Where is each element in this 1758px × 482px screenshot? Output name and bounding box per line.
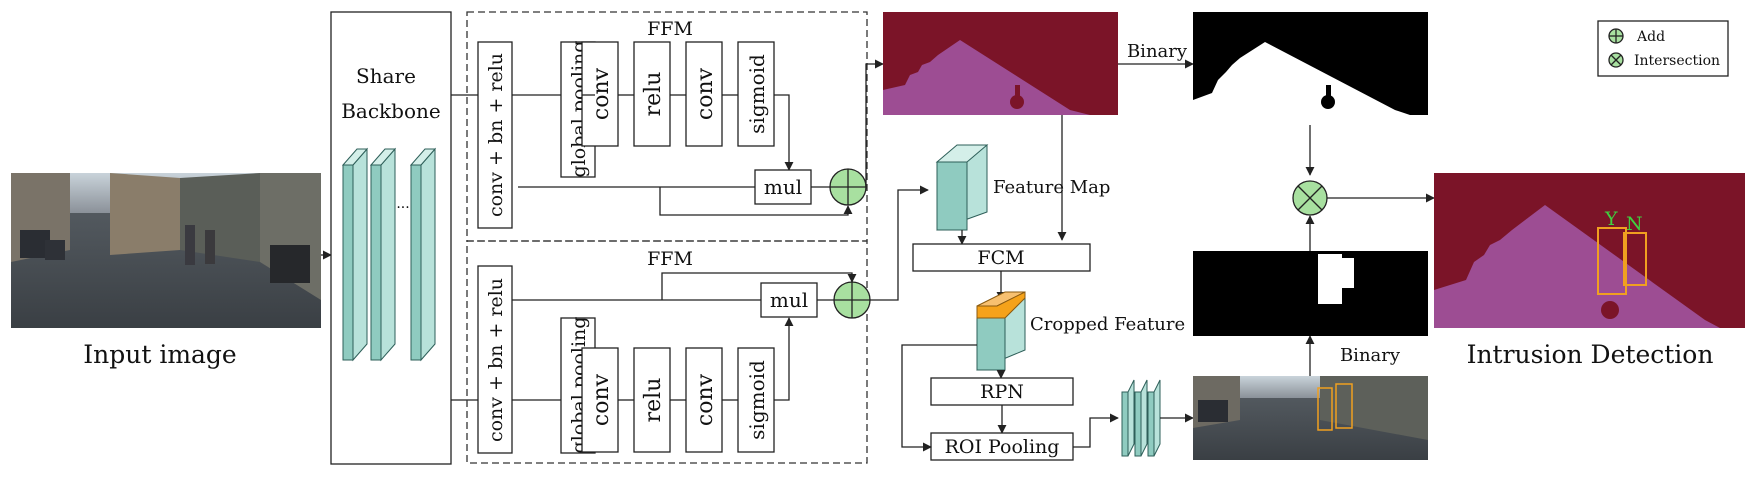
- ffm-bottom-frame: [466, 240, 868, 464]
- svg-text:relu: relu: [641, 72, 666, 117]
- ffm-bottom-label: FFM: [647, 248, 693, 270]
- input-image-label: Input image: [83, 340, 236, 369]
- ffm-top-conv-2: [685, 41, 723, 147]
- svg-text:···: ···: [396, 200, 409, 216]
- svg-text:sigmoid: sigmoid: [745, 360, 769, 440]
- ffm-top-add-icon: [829, 168, 867, 206]
- add-legend-icon: [1608, 28, 1624, 44]
- feature-map-plate: [935, 144, 989, 231]
- ffm-bottom-add-icon: [833, 281, 871, 319]
- ffm-top-relu: [633, 41, 671, 147]
- rpn-box: [930, 377, 1074, 406]
- ffm-bottom-relu: [633, 347, 671, 453]
- binary-bottom-label: Binary: [1340, 345, 1401, 366]
- ffm-bottom-mul: [760, 282, 818, 318]
- box-n-label: N: [1626, 213, 1643, 235]
- intersection-icon: [1292, 180, 1328, 216]
- segmentation-map: [883, 12, 1118, 115]
- svg-text:conv: conv: [589, 67, 614, 120]
- ffm-bottom-conv-bn-relu: [477, 265, 513, 454]
- binary-mask-person: [1193, 251, 1428, 336]
- detection-layers: [1121, 379, 1161, 457]
- ffm-top-label: FFM: [647, 18, 693, 40]
- ffm-bottom-sigmoid: [737, 347, 775, 453]
- binary-top-label: Binary: [1127, 41, 1188, 62]
- intrusion-output-image: [1434, 173, 1745, 328]
- svg-text:conv: conv: [693, 67, 718, 120]
- ffm-bottom-conv-1: [581, 347, 619, 453]
- feature-map-label: Feature Map: [993, 177, 1110, 198]
- svg-text:conv + bn + relu: conv + bn + relu: [485, 278, 507, 442]
- legend-intersection-label: Intersection: [1634, 53, 1720, 69]
- cropped-feature-label: Cropped Feature: [1030, 314, 1185, 335]
- box-y: [1597, 227, 1627, 295]
- legend-add-label: Add: [1636, 29, 1665, 45]
- svg-text:conv: conv: [589, 373, 614, 426]
- svg-text:mul: mul: [764, 175, 802, 199]
- backbone-label: Backbone: [341, 99, 441, 123]
- svg-text:mul: mul: [770, 288, 808, 312]
- svg-text:FCM: FCM: [977, 247, 1024, 269]
- svg-text:RPN: RPN: [980, 381, 1024, 403]
- box-y-label: Y: [1604, 208, 1618, 230]
- share-label: Share: [356, 64, 416, 88]
- cropped-feature-plate: [976, 291, 1026, 371]
- detection-image: [1193, 376, 1428, 460]
- intersection-legend-icon: [1608, 52, 1624, 68]
- svg-text:relu: relu: [641, 378, 666, 423]
- svg-text:conv: conv: [693, 373, 718, 426]
- ffm-top-conv-1: [581, 41, 619, 147]
- svg-text:sigmoid: sigmoid: [745, 54, 769, 134]
- box-n: [1623, 232, 1647, 286]
- legend: Add Intersection: [1597, 20, 1729, 77]
- ffm-top-conv-bn-relu: [477, 41, 513, 229]
- binary-mask-area: [1193, 12, 1428, 115]
- input-image: [11, 173, 321, 328]
- svg-text:ROI Pooling: ROI Pooling: [945, 436, 1060, 458]
- ffm-top-sigmoid: [737, 41, 775, 147]
- backbone-layers: ···: [341, 147, 437, 362]
- intrusion-detection-label: Intrusion Detection: [1467, 340, 1714, 369]
- svg-text:conv + bn + relu: conv + bn + relu: [485, 53, 507, 217]
